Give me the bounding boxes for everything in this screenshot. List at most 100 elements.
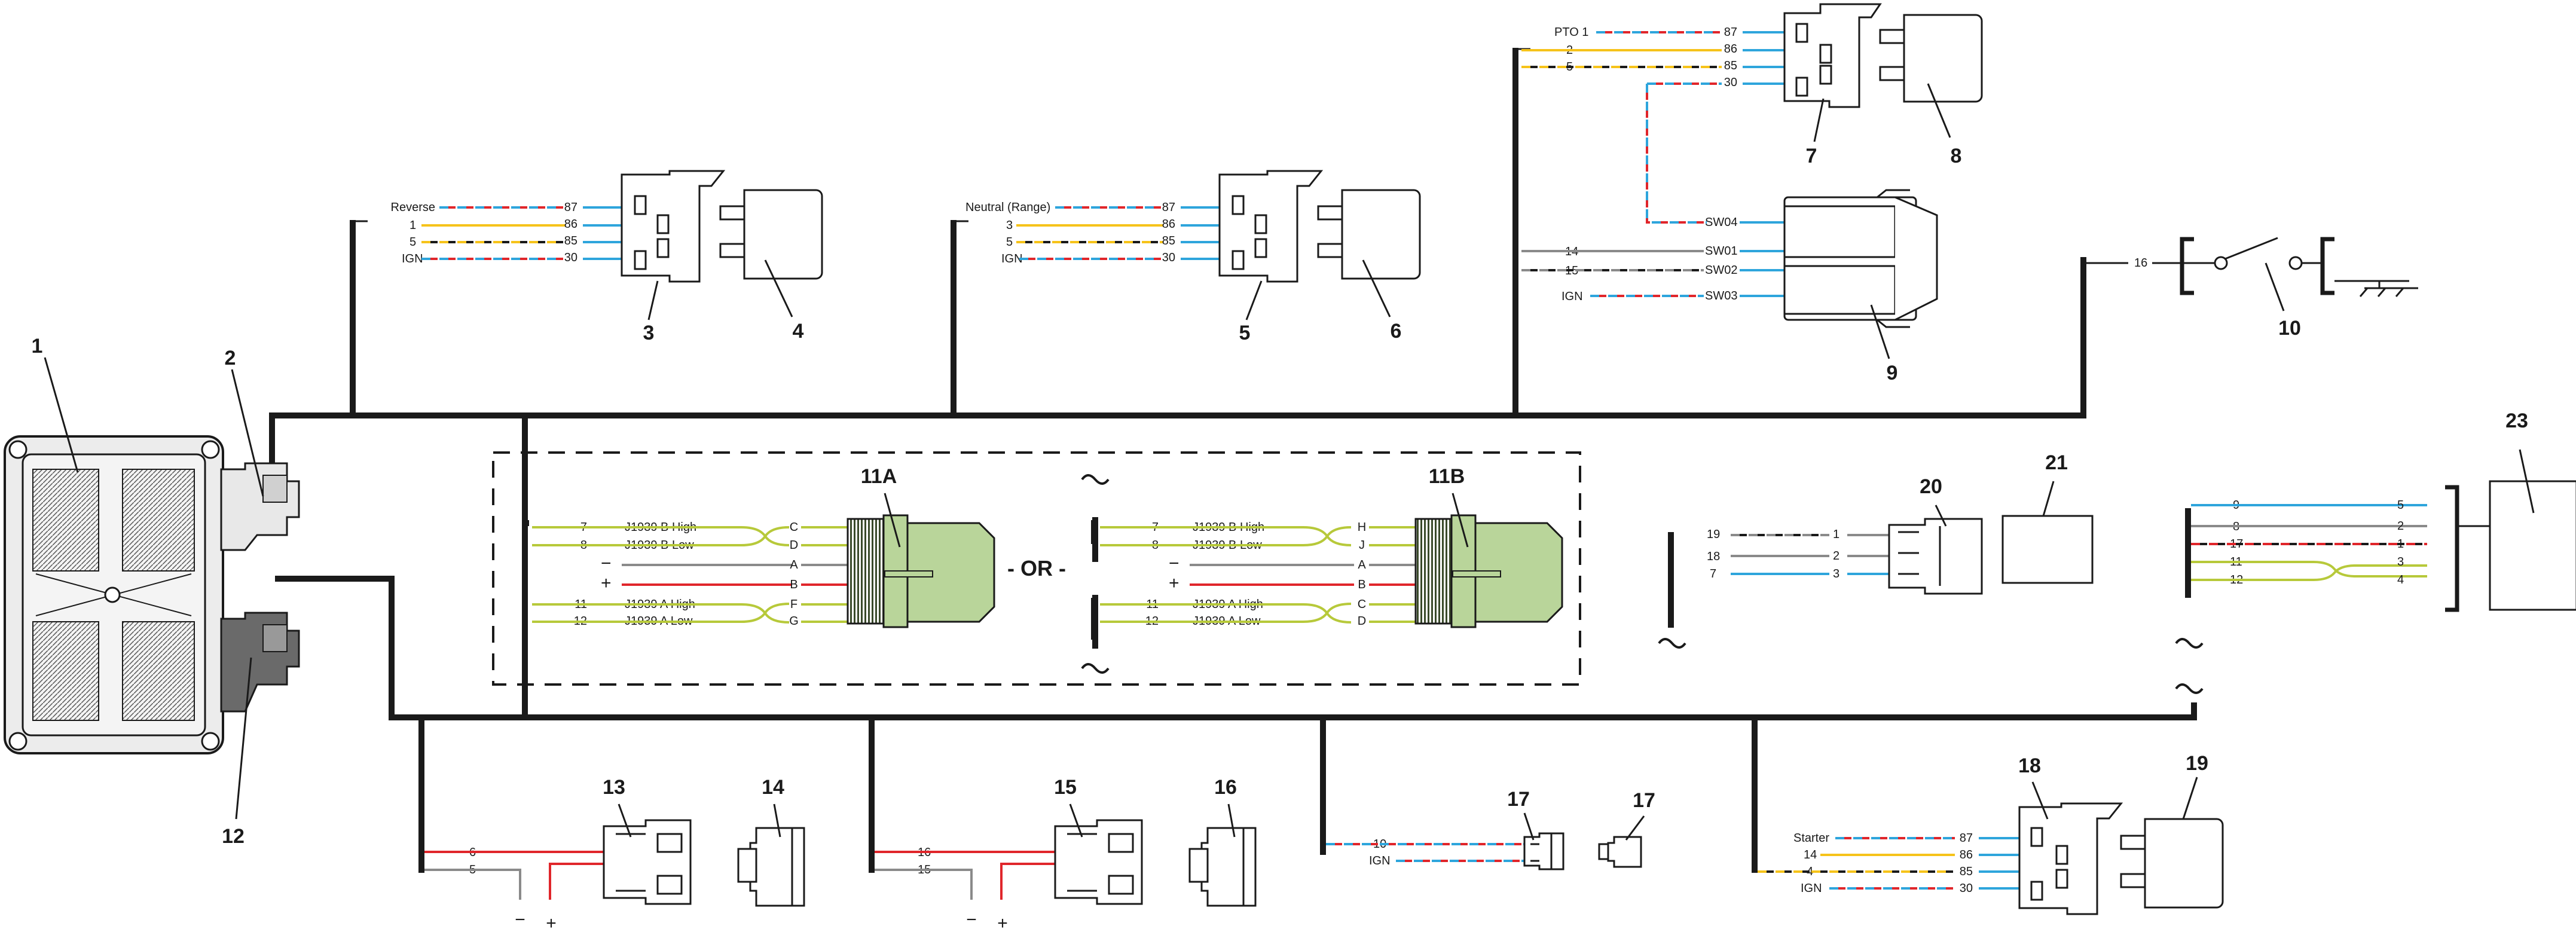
callout-12: 12 bbox=[222, 825, 245, 848]
conn23-pin-1: 5 bbox=[2397, 499, 2404, 512]
callout-9: 9 bbox=[1887, 362, 1898, 384]
callout-4: 4 bbox=[793, 320, 804, 343]
callout-11a: 11A bbox=[861, 465, 897, 488]
callout-19: 18 bbox=[2018, 754, 2041, 777]
leader-lines bbox=[44, 83, 2535, 841]
or-label: - OR - bbox=[1007, 556, 1066, 580]
relay19-pin-85: 85 bbox=[1960, 865, 1973, 878]
conn-15 bbox=[1054, 819, 1143, 905]
relay7-pin-87: 87 bbox=[1724, 26, 1737, 39]
callout-16: 16 bbox=[1214, 776, 1237, 799]
callout-23: 23 bbox=[2505, 410, 2528, 432]
relay3-pin-85: 85 bbox=[564, 234, 577, 248]
can11b-pin-3: A bbox=[1358, 558, 1366, 572]
conn-18 bbox=[1598, 836, 1642, 868]
conn23-pin-4: 3 bbox=[2397, 555, 2404, 569]
callout-18: 17 bbox=[1633, 789, 1655, 812]
switch9-pin-sw02: SW02 bbox=[1705, 264, 1737, 277]
can11a-pin-4: B bbox=[790, 578, 797, 591]
relay3-label-3: 5 bbox=[410, 236, 416, 249]
can11a-pin-3: A bbox=[790, 558, 798, 572]
switch-10: 16 bbox=[2083, 237, 2418, 297]
relay-6 bbox=[1317, 189, 1421, 280]
switch9-label-3: IGN bbox=[1562, 290, 1583, 303]
can11b-pin-2: J bbox=[1359, 539, 1365, 552]
can11b-pin-4: B bbox=[1358, 578, 1365, 591]
can-11b-connector bbox=[1414, 514, 1563, 628]
can11b-signal-4: + bbox=[1169, 573, 1179, 593]
relay19-label-1: Starter bbox=[1793, 832, 1829, 845]
can11b-pin-5: C bbox=[1358, 598, 1366, 611]
callout-1: 1 bbox=[32, 335, 43, 358]
relay-7-harness: PTO 1 2 5 87 86 85 30 bbox=[1515, 26, 1784, 224]
callout-20: 19 bbox=[2186, 752, 2208, 775]
relay19-label-2: 14 bbox=[1804, 848, 1817, 861]
callout-5: 5 bbox=[1239, 322, 1251, 344]
conn-16 bbox=[1188, 827, 1257, 907]
switch9-pin-sw01: SW01 bbox=[1705, 245, 1737, 258]
relay7-pin-30: 30 bbox=[1724, 76, 1737, 89]
can11b-pin-6: D bbox=[1358, 615, 1366, 628]
harness-bus bbox=[269, 48, 2197, 873]
can-11a: 7 8 11 12 J1939 B High J1939 B Low − + J… bbox=[532, 521, 848, 628]
relay-19-socket bbox=[2018, 802, 2123, 915]
conn21-wire-3: 7 bbox=[1710, 567, 1716, 580]
conn-21 bbox=[1888, 518, 1983, 595]
relay-5-socket bbox=[1218, 170, 1324, 283]
relay5-pin-87: 87 bbox=[1162, 201, 1175, 214]
relay-19-harness: Starter 14 4 IGN 87 86 85 30 bbox=[1758, 832, 2019, 895]
relay-3-harness: Reverse 1 5 IGN 87 86 85 30 bbox=[353, 201, 622, 265]
conn21-pin-1: 1 bbox=[1833, 528, 1839, 541]
callouts: 1 2 3 4 5 6 7 8 9 10 11A 11B 12 13 14 15… bbox=[32, 145, 2528, 848]
conn-13-harness: 6 5 − + bbox=[424, 846, 604, 933]
can11a-signal-3: − bbox=[601, 554, 612, 573]
switch-9 bbox=[1783, 189, 1938, 328]
callout-6: 6 bbox=[1391, 320, 1402, 343]
relay7-pin-85: 85 bbox=[1724, 59, 1737, 72]
callout-15: 15 bbox=[1054, 776, 1077, 799]
callout-22: 21 bbox=[2045, 451, 2068, 474]
relay3-pin-87: 87 bbox=[564, 201, 577, 214]
relay3-pin-86: 86 bbox=[564, 218, 577, 231]
conn13-minus: − bbox=[515, 910, 525, 930]
callout-8: 8 bbox=[1951, 145, 1962, 167]
ecm-module bbox=[4, 435, 224, 754]
relay5-label-4: IGN bbox=[1001, 252, 1023, 265]
conn-21-harness: 19 18 7 1 2 3 bbox=[1707, 528, 1889, 580]
relay19-pin-30: 30 bbox=[1960, 882, 1973, 895]
conn21-wire-1: 19 bbox=[1707, 528, 1720, 541]
can11b-signal-3: − bbox=[1169, 554, 1179, 573]
relay-8 bbox=[1879, 14, 1983, 103]
conn21-wire-2: 18 bbox=[1707, 550, 1720, 563]
callout-13: 13 bbox=[603, 776, 625, 799]
break-marks bbox=[1081, 474, 2204, 694]
module-23 bbox=[2489, 480, 2576, 611]
conn-17-harness: 10 IGN bbox=[1326, 838, 1524, 867]
relay3-pin-30: 30 bbox=[564, 251, 577, 264]
relay19-label-3: 4 bbox=[1807, 865, 1813, 878]
can11b-pin-1: H bbox=[1358, 521, 1366, 534]
relay5-pin-30: 30 bbox=[1162, 251, 1175, 264]
conn15-plus: + bbox=[997, 913, 1008, 933]
relay5-pin-85: 85 bbox=[1162, 234, 1175, 248]
callout-3: 3 bbox=[643, 322, 655, 344]
switch9-pin-sw04: SW04 bbox=[1705, 216, 1737, 229]
callout-11b: 11B bbox=[1429, 465, 1465, 488]
conn-15-harness: 16 15 − + bbox=[875, 846, 1055, 933]
can11a-signal-4: + bbox=[601, 573, 612, 593]
ecm-connector-2 bbox=[220, 462, 300, 551]
module-22 bbox=[2001, 515, 2094, 584]
conn-14 bbox=[737, 827, 805, 907]
relay5-label-3: 5 bbox=[1006, 236, 1013, 249]
relay7-label-1: PTO 1 bbox=[1554, 26, 1588, 39]
relay19-pin-86: 86 bbox=[1960, 848, 1973, 861]
relay3-label-4: IGN bbox=[402, 252, 423, 265]
relay5-pin-86: 86 bbox=[1162, 218, 1175, 231]
conn21-pin-3: 3 bbox=[1833, 567, 1839, 580]
conn-13 bbox=[603, 819, 692, 905]
conn23-pin-3: 1 bbox=[2397, 537, 2404, 551]
callout-10: 10 bbox=[2278, 317, 2301, 340]
relay3-label-2: 1 bbox=[410, 219, 416, 232]
conn17-wire-2: IGN bbox=[1369, 854, 1391, 867]
switch10-wire: 16 bbox=[2134, 256, 2147, 270]
